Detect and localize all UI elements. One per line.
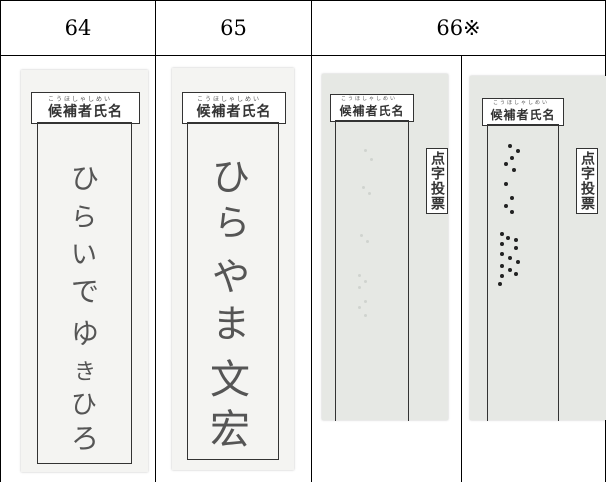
ballot-header: こうほしゃしめい 候補者氏名 <box>182 92 286 124</box>
braille-dot <box>506 236 510 240</box>
braille-dot <box>516 149 520 153</box>
header-65: 65 <box>220 16 247 40</box>
col-divider-1 <box>155 0 156 482</box>
braille-dot <box>508 144 512 148</box>
braille-dot <box>510 210 514 214</box>
name-box <box>187 122 279 460</box>
braille-dot <box>364 314 367 317</box>
braille-dot <box>358 306 361 309</box>
braille-dot <box>504 204 508 208</box>
handwriting-char: で <box>71 275 100 308</box>
ballot-header: こうほしゃしめい 候補者氏名 <box>330 94 414 122</box>
ballot-66-braille-blank: こうほしゃしめい 候補者氏名 点字投票 <box>322 74 448 421</box>
handwriting-char: ら <box>71 203 98 233</box>
header-64: 64 <box>64 16 92 40</box>
braille-dot <box>516 260 520 264</box>
ballot-header-ruby: こうほしゃしめい <box>48 96 113 103</box>
col-divider-3 <box>461 56 462 482</box>
braille-dot <box>368 192 371 195</box>
ballot-64: こうほしゃしめい 候補者氏名 ひ ら い で ゆ き ひ ろ <box>21 70 148 472</box>
braille-dot <box>500 264 504 268</box>
handwriting-char: ま <box>212 302 251 346</box>
braille-dot <box>510 156 514 160</box>
handwriting-char: 文 <box>210 357 250 403</box>
ballot-66-braille-marked: こうほしゃしめい 候補者氏名 点字投票 <box>470 76 606 421</box>
braille-dot <box>500 242 504 246</box>
braille-dot <box>510 196 514 200</box>
col-divider-2 <box>311 0 312 482</box>
ballot-header-ruby: こうほしゃしめい <box>197 96 262 103</box>
braille-dot <box>514 272 518 276</box>
braille-dot <box>504 162 508 166</box>
handwriting-char: ろ <box>71 422 100 455</box>
ballot-65: こうほしゃしめい 候補者氏名 ひ ら や ま 文 宏 <box>172 68 294 470</box>
ballot-header-label: 候補者氏名 <box>48 104 123 120</box>
braille-dot <box>512 168 516 172</box>
braille-ballot-tag: 点字投票 <box>576 148 598 214</box>
handwriting-char: ら <box>214 203 251 244</box>
header-66: 66※ <box>436 16 481 40</box>
ballot-header: こうほしゃしめい 候補者氏名 <box>31 92 140 124</box>
handwriting-char: ひ <box>212 155 251 199</box>
braille-dot <box>366 240 369 243</box>
handwriting-char: き <box>74 360 97 385</box>
handwriting-char: い <box>71 240 98 270</box>
braille-ballot-tag: 点字投票 <box>426 148 448 214</box>
name-box <box>335 120 409 421</box>
ballot-header-ruby: こうほしゃしめい <box>341 96 398 102</box>
braille-dot <box>498 282 502 286</box>
name-box <box>487 124 559 421</box>
braille-dot <box>364 280 367 283</box>
braille-dot <box>508 256 512 260</box>
braille-dot <box>500 252 504 256</box>
name-box <box>37 122 132 464</box>
braille-dot <box>360 234 363 237</box>
table-border-left <box>0 0 1 482</box>
handwriting-char: や <box>212 255 251 299</box>
handwriting-char: ひ <box>71 162 100 195</box>
braille-dot <box>358 286 361 289</box>
braille-dot <box>364 149 367 152</box>
ballot-header-ruby: こうほしゃしめい <box>493 100 550 106</box>
braille-dot <box>500 232 504 236</box>
ballot-header: こうほしゃしめい 候補者氏名 <box>482 98 564 126</box>
header-divider <box>0 55 606 56</box>
braille-dot <box>508 268 512 272</box>
handwriting-char: ゆ <box>71 317 100 350</box>
braille-dot <box>500 274 504 278</box>
braille-dot <box>514 238 518 242</box>
ballot-header-label: 候補者氏名 <box>339 104 405 118</box>
ballot-header-label: 候補者氏名 <box>196 104 272 120</box>
braille-dot <box>364 300 367 303</box>
braille-dot <box>358 274 361 277</box>
braille-dot <box>370 158 373 161</box>
handwriting-char: ひ <box>71 390 98 420</box>
braille-dot <box>514 246 518 250</box>
ballot-header-label: 候補者氏名 <box>490 108 556 122</box>
handwriting-char: 宏 <box>210 407 250 453</box>
braille-dot <box>362 186 365 189</box>
braille-dot <box>504 182 508 186</box>
table-border-top <box>0 0 606 1</box>
